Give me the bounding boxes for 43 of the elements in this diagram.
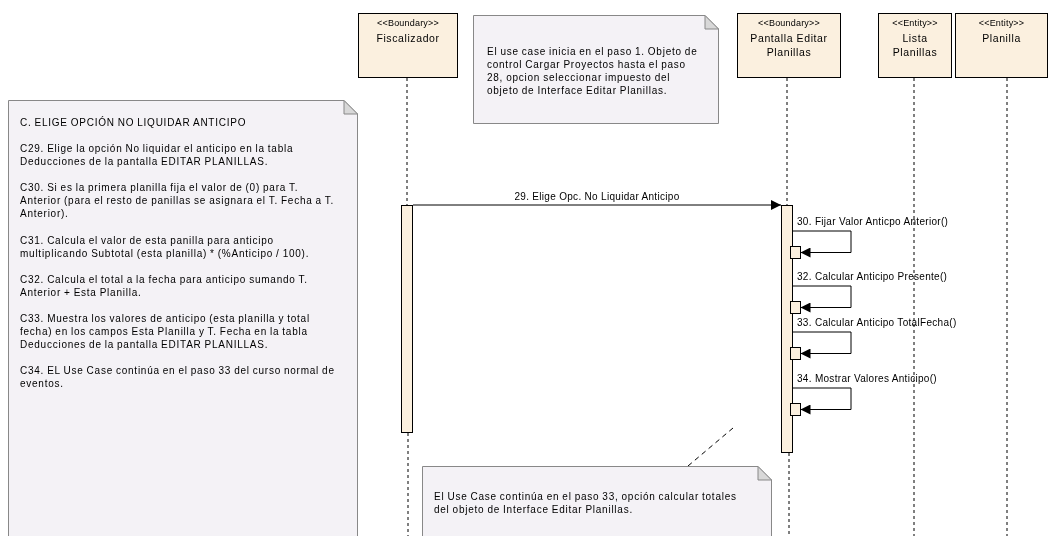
activation-box bbox=[790, 347, 801, 360]
message-label: 30. Fijar Valor Anticpo Anterior() bbox=[797, 216, 949, 228]
message-arrow bbox=[412, 200, 782, 210]
lifeline-header bbox=[878, 13, 952, 78]
note-text: El use case inicia en el paso 1. Objeto de control Cargar Proyectos hasta el paso 28, opcion seleccionar impuesto del objeto de Interface Editar Planillas. bbox=[487, 45, 699, 97]
lifeline bbox=[786, 77, 788, 206]
lifeline bbox=[406, 77, 408, 206]
message-arrow bbox=[792, 230, 852, 258]
note-text: C32. Calcula el total a la fecha para anticipo sumando T. Anterior + Esta Planilla. bbox=[20, 272, 309, 299]
message-label: 32. Calcular Anticipo Presente() bbox=[797, 271, 948, 283]
message-arrow bbox=[792, 331, 852, 359]
anchor-line bbox=[687, 427, 734, 467]
note bbox=[8, 100, 358, 536]
activation-box bbox=[790, 246, 801, 259]
lifeline-name: Fiscalizador bbox=[375, 31, 441, 45]
message-label: 29. Elige Opc. No Liquidar Anticipo bbox=[514, 191, 680, 203]
stereotype-label: <<Entity>> bbox=[891, 18, 939, 29]
note-text: El Use Case continúa en el paso 33, opción calcular totales del objeto de Interface Editar Planillas. bbox=[434, 490, 738, 516]
lifeline-header bbox=[955, 13, 1048, 78]
lifeline-header bbox=[358, 13, 458, 78]
activation-box bbox=[790, 301, 801, 314]
message-label: 34. Mostrar Valores Anticipo() bbox=[797, 373, 937, 385]
activation-bar bbox=[781, 205, 793, 453]
note-text: C34. EL Use Case continúa en el paso 33 del curso normal de eventos. bbox=[20, 364, 336, 391]
note-text: C30. Si es la primera planilla fija el valor de (0) para T. Anterior (para el resto de panillas se asignara el T. Fecha a T. Anterior). bbox=[20, 181, 335, 221]
message-arrow bbox=[792, 387, 852, 415]
activation-bar bbox=[401, 205, 413, 433]
note-text: C29. Elige la opción No liquidar el anticipo en la tabla Deducciones de la pantalla EDITAR PLANILLAS. bbox=[20, 142, 295, 169]
message-arrow bbox=[792, 285, 852, 313]
lifeline-name: Pantalla Editar Planillas bbox=[749, 31, 829, 59]
note bbox=[473, 15, 719, 124]
activation-box bbox=[790, 403, 801, 416]
lifeline-name: Planilla bbox=[981, 31, 1022, 45]
note bbox=[422, 466, 772, 536]
stereotype-label: <<Entity>> bbox=[977, 18, 1026, 29]
lifeline-header bbox=[737, 13, 841, 78]
stereotype-label: <<Boundary>> bbox=[376, 18, 440, 29]
lifeline-name: Lista Planillas bbox=[891, 31, 939, 59]
note-heading: C. ELIGE OPCIÓN NO LIQUIDAR ANTICIPO bbox=[20, 116, 248, 129]
note-text: C31. Calcula el valor de esta panilla para anticipo multiplicando Subtotal (esta planilla) * (%Anticipo / 100). bbox=[20, 233, 311, 260]
message-label: 33. Calcular Anticipo TotalFecha() bbox=[797, 317, 957, 329]
stereotype-label: <<Boundary>> bbox=[757, 18, 821, 29]
note-text: C33. Muestra los valores de anticipo (esta planilla y total fecha) en los campos Esta Planilla y T. Fecha en la tabla Deducciones de la pantalla EDITAR PLANILLAS. bbox=[20, 311, 311, 351]
